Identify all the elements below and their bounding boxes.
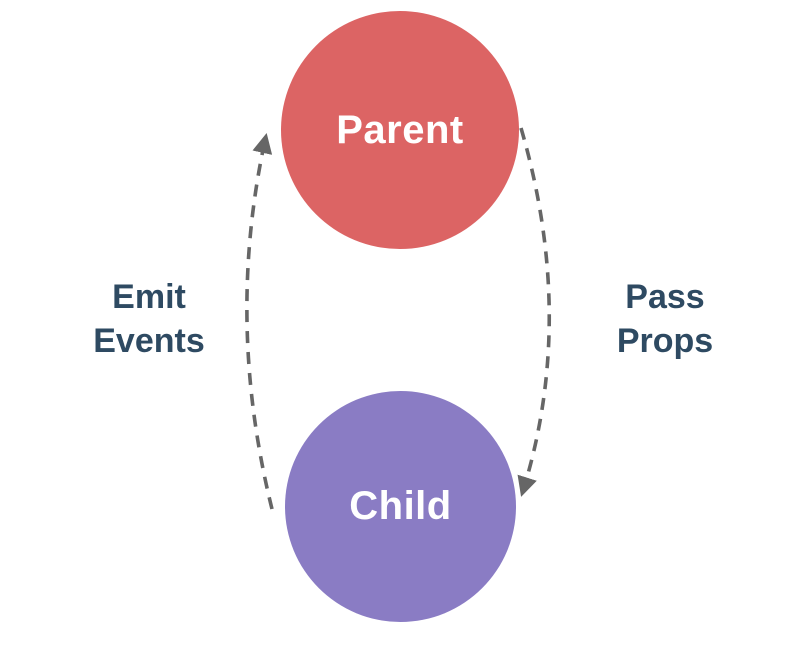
pass-props-arrow — [517, 127, 552, 497]
emit-events-label: Emit Events — [93, 278, 205, 360]
parent-node: Parent — [281, 11, 519, 249]
parent-node-label: Parent — [336, 107, 464, 152]
child-node: Child — [285, 391, 516, 622]
child-node-label: Child — [349, 484, 452, 528]
emit-events-arrow — [245, 133, 274, 510]
pass-props-label: Pass Props — [616, 278, 714, 360]
